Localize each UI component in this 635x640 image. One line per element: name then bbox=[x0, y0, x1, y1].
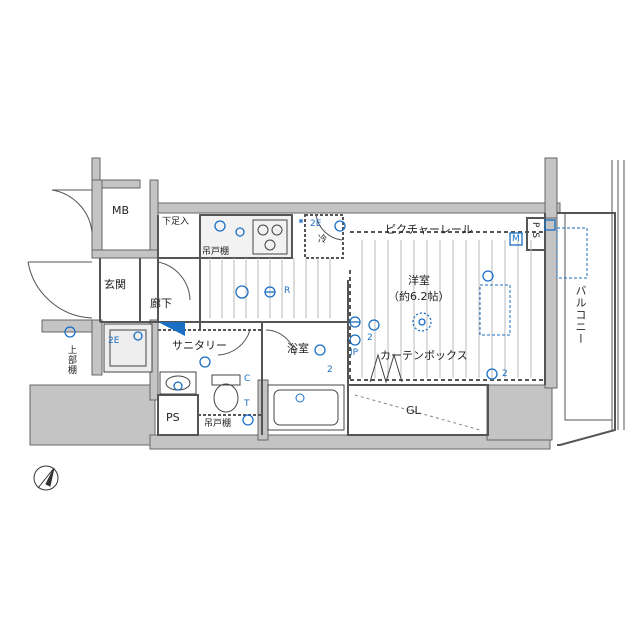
toilet-icon bbox=[211, 374, 241, 413]
light-icon bbox=[235, 285, 249, 299]
label-picture-rail: ピクチャーレール bbox=[385, 223, 473, 236]
light-icon bbox=[368, 319, 380, 331]
floor-hatch bbox=[209, 240, 532, 378]
outlet-icon bbox=[334, 220, 346, 232]
room-genkan: 玄関 bbox=[104, 278, 126, 291]
room-mb: MB bbox=[112, 204, 130, 217]
outlet-icon bbox=[482, 270, 494, 282]
symbol-2-bath: 2 bbox=[367, 333, 373, 343]
outlet-icon bbox=[133, 331, 143, 341]
symbol-2-window: 2 bbox=[502, 369, 508, 379]
symbol-m: M bbox=[512, 234, 520, 244]
washing-machine-icon bbox=[103, 323, 153, 373]
room-tsurito-top: 吊戸棚 bbox=[202, 247, 230, 257]
label-ps-right: P S bbox=[530, 222, 540, 240]
symbol-2-yoshitsu: 2 bbox=[327, 365, 333, 375]
doors bbox=[27, 189, 343, 356]
walls bbox=[29, 157, 561, 450]
symbol-r: R bbox=[284, 286, 291, 296]
sanitary-accent bbox=[158, 322, 185, 336]
room-sanitary: サニタリー bbox=[172, 339, 227, 352]
label-gl: GL bbox=[406, 404, 421, 417]
stove-icon bbox=[252, 219, 288, 255]
outlet-icon bbox=[173, 381, 183, 391]
light-icon bbox=[199, 356, 211, 368]
room-tsurito-bottom: 吊戸棚 bbox=[204, 419, 232, 429]
outlet-icon bbox=[242, 414, 254, 426]
room-shitabako: 下足入 bbox=[162, 217, 190, 227]
room-ps-bottom: PS bbox=[166, 411, 180, 424]
room-yokushitsu: 浴室 bbox=[287, 342, 309, 355]
outlet-icon bbox=[349, 316, 361, 328]
symbol-2e-kitchen: 2E bbox=[310, 219, 322, 229]
bathtub-icon bbox=[267, 384, 345, 431]
label-rei: 冷 bbox=[318, 235, 328, 245]
symbol-ip: IP bbox=[350, 348, 359, 358]
room-rouka: 廊下 bbox=[150, 297, 172, 310]
gl-hatch bbox=[354, 394, 481, 431]
room-yoshitsu: 洋室 bbox=[408, 274, 430, 287]
outlet-icon bbox=[64, 326, 76, 338]
outlet-icon bbox=[349, 334, 361, 346]
light-icon bbox=[412, 312, 432, 332]
light-icon bbox=[314, 344, 326, 356]
symbol-2e-sanitary: 2E bbox=[108, 336, 120, 346]
north-arrow-icon bbox=[33, 465, 59, 491]
label-jobudana: 上部棚 bbox=[66, 345, 76, 375]
outlets bbox=[64, 219, 556, 426]
outlet-icon bbox=[264, 286, 276, 298]
balcony-unit bbox=[479, 227, 588, 336]
curtain-zigzag bbox=[369, 353, 403, 384]
outlet-icon bbox=[486, 368, 498, 380]
room-yoshitsu-size: （約6.2帖） bbox=[388, 290, 450, 303]
label-balcony: バルコニー bbox=[574, 285, 587, 345]
symbol-c: C bbox=[244, 374, 251, 384]
sink-icon bbox=[159, 371, 197, 395]
label-curtain-box: カーテンボックス bbox=[380, 349, 468, 362]
light-icon bbox=[214, 220, 245, 237]
symbol-t: T bbox=[244, 399, 250, 409]
